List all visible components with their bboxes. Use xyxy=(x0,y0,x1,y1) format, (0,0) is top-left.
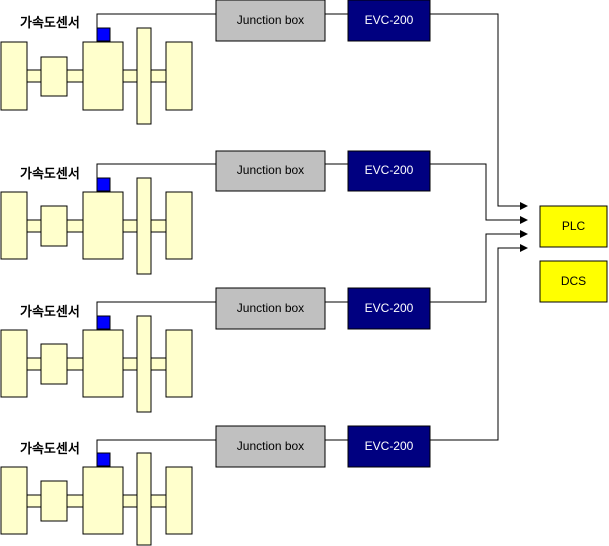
shaft-segment xyxy=(122,69,138,83)
rotor-disc xyxy=(136,177,152,275)
plc-box xyxy=(539,205,608,248)
junction-box xyxy=(215,0,326,42)
shaft-segment xyxy=(122,494,138,508)
end-block xyxy=(165,466,193,535)
shaft-segment xyxy=(66,69,84,83)
plc-label: PLC xyxy=(562,219,586,233)
shaft-segment xyxy=(150,69,167,83)
accelerometer-sensor xyxy=(96,27,111,42)
monitor-label: EVC-200 xyxy=(365,439,414,453)
shaft-segment xyxy=(26,69,42,83)
coupling-block xyxy=(40,56,68,97)
channel-1: 가속도센서 Junction box EVC-200 xyxy=(0,0,431,125)
shaft-segment xyxy=(122,357,138,371)
shaft-segment xyxy=(26,219,42,233)
coupling-block xyxy=(40,343,68,385)
end-block xyxy=(165,329,193,398)
motor-block xyxy=(0,329,28,398)
shaft-segment xyxy=(66,494,84,508)
coupling-block xyxy=(40,480,68,522)
junction-box xyxy=(215,425,326,468)
sensor-label: 가속도센서 xyxy=(20,304,80,320)
junction-box-label: Junction box xyxy=(237,13,304,27)
end-block xyxy=(165,41,193,111)
sensor-cable xyxy=(96,13,216,28)
signal-line-3 xyxy=(430,230,528,303)
shaft-segment xyxy=(150,219,167,233)
signal-line-2 xyxy=(430,163,528,224)
sensor-label: 가속도센서 xyxy=(20,15,80,31)
rotor-disc xyxy=(136,27,152,125)
motor-block xyxy=(0,466,28,535)
machine-train xyxy=(0,452,193,546)
monitor-label: EVC-200 xyxy=(365,13,414,27)
channel-2: 가속도센서 Junction box EVC-200 xyxy=(0,150,431,275)
shaft-segment xyxy=(66,357,84,371)
sensor-cable xyxy=(96,301,216,316)
bearing-housing xyxy=(82,41,124,111)
monitor-label: EVC-200 xyxy=(365,163,414,177)
bearing-housing xyxy=(82,191,124,260)
machine-train xyxy=(0,27,193,125)
signal-line-4 xyxy=(430,244,528,441)
junction-box xyxy=(215,287,326,330)
junction-box-label: Junction box xyxy=(237,163,304,177)
machine-train xyxy=(0,315,193,413)
shaft-segment xyxy=(150,494,167,508)
bearing-housing xyxy=(82,466,124,535)
shaft-segment xyxy=(26,494,42,508)
shaft-segment xyxy=(122,219,138,233)
machine-train xyxy=(0,177,193,275)
sensor-cable xyxy=(96,163,216,178)
accelerometer-sensor xyxy=(96,177,111,192)
monitor-unit xyxy=(347,425,431,468)
rotor-disc xyxy=(136,315,152,413)
monitor-unit xyxy=(347,0,431,42)
junction-box-label: Junction box xyxy=(237,439,304,453)
sensor-cable xyxy=(96,439,216,453)
monitor-label: EVC-200 xyxy=(365,301,414,315)
accelerometer-sensor xyxy=(96,452,111,467)
sensor-label: 가속도센서 xyxy=(20,166,80,182)
motor-block xyxy=(0,41,28,111)
junction-box xyxy=(215,150,326,192)
channel-4: 가속도센서 Junction box EVC-200 xyxy=(0,425,431,546)
shaft-segment xyxy=(150,357,167,371)
channel-3: 가속도센서 Junction box EVC-200 xyxy=(0,287,431,413)
junction-box-label: Junction box xyxy=(237,301,304,315)
monitor-unit xyxy=(347,150,431,192)
dcs-label: DCS xyxy=(561,274,586,288)
shaft-segment xyxy=(66,219,84,233)
sensor-label: 가속도센서 xyxy=(20,441,80,457)
end-block xyxy=(165,191,193,260)
dcs-box xyxy=(539,260,608,303)
signal-line-1 xyxy=(430,13,528,210)
motor-block xyxy=(0,191,28,260)
shaft-segment xyxy=(26,357,42,371)
monitor-unit xyxy=(347,287,431,330)
rotor-disc xyxy=(136,452,152,546)
coupling-block xyxy=(40,205,68,247)
accelerometer-sensor xyxy=(96,315,111,330)
bearing-housing xyxy=(82,329,124,398)
